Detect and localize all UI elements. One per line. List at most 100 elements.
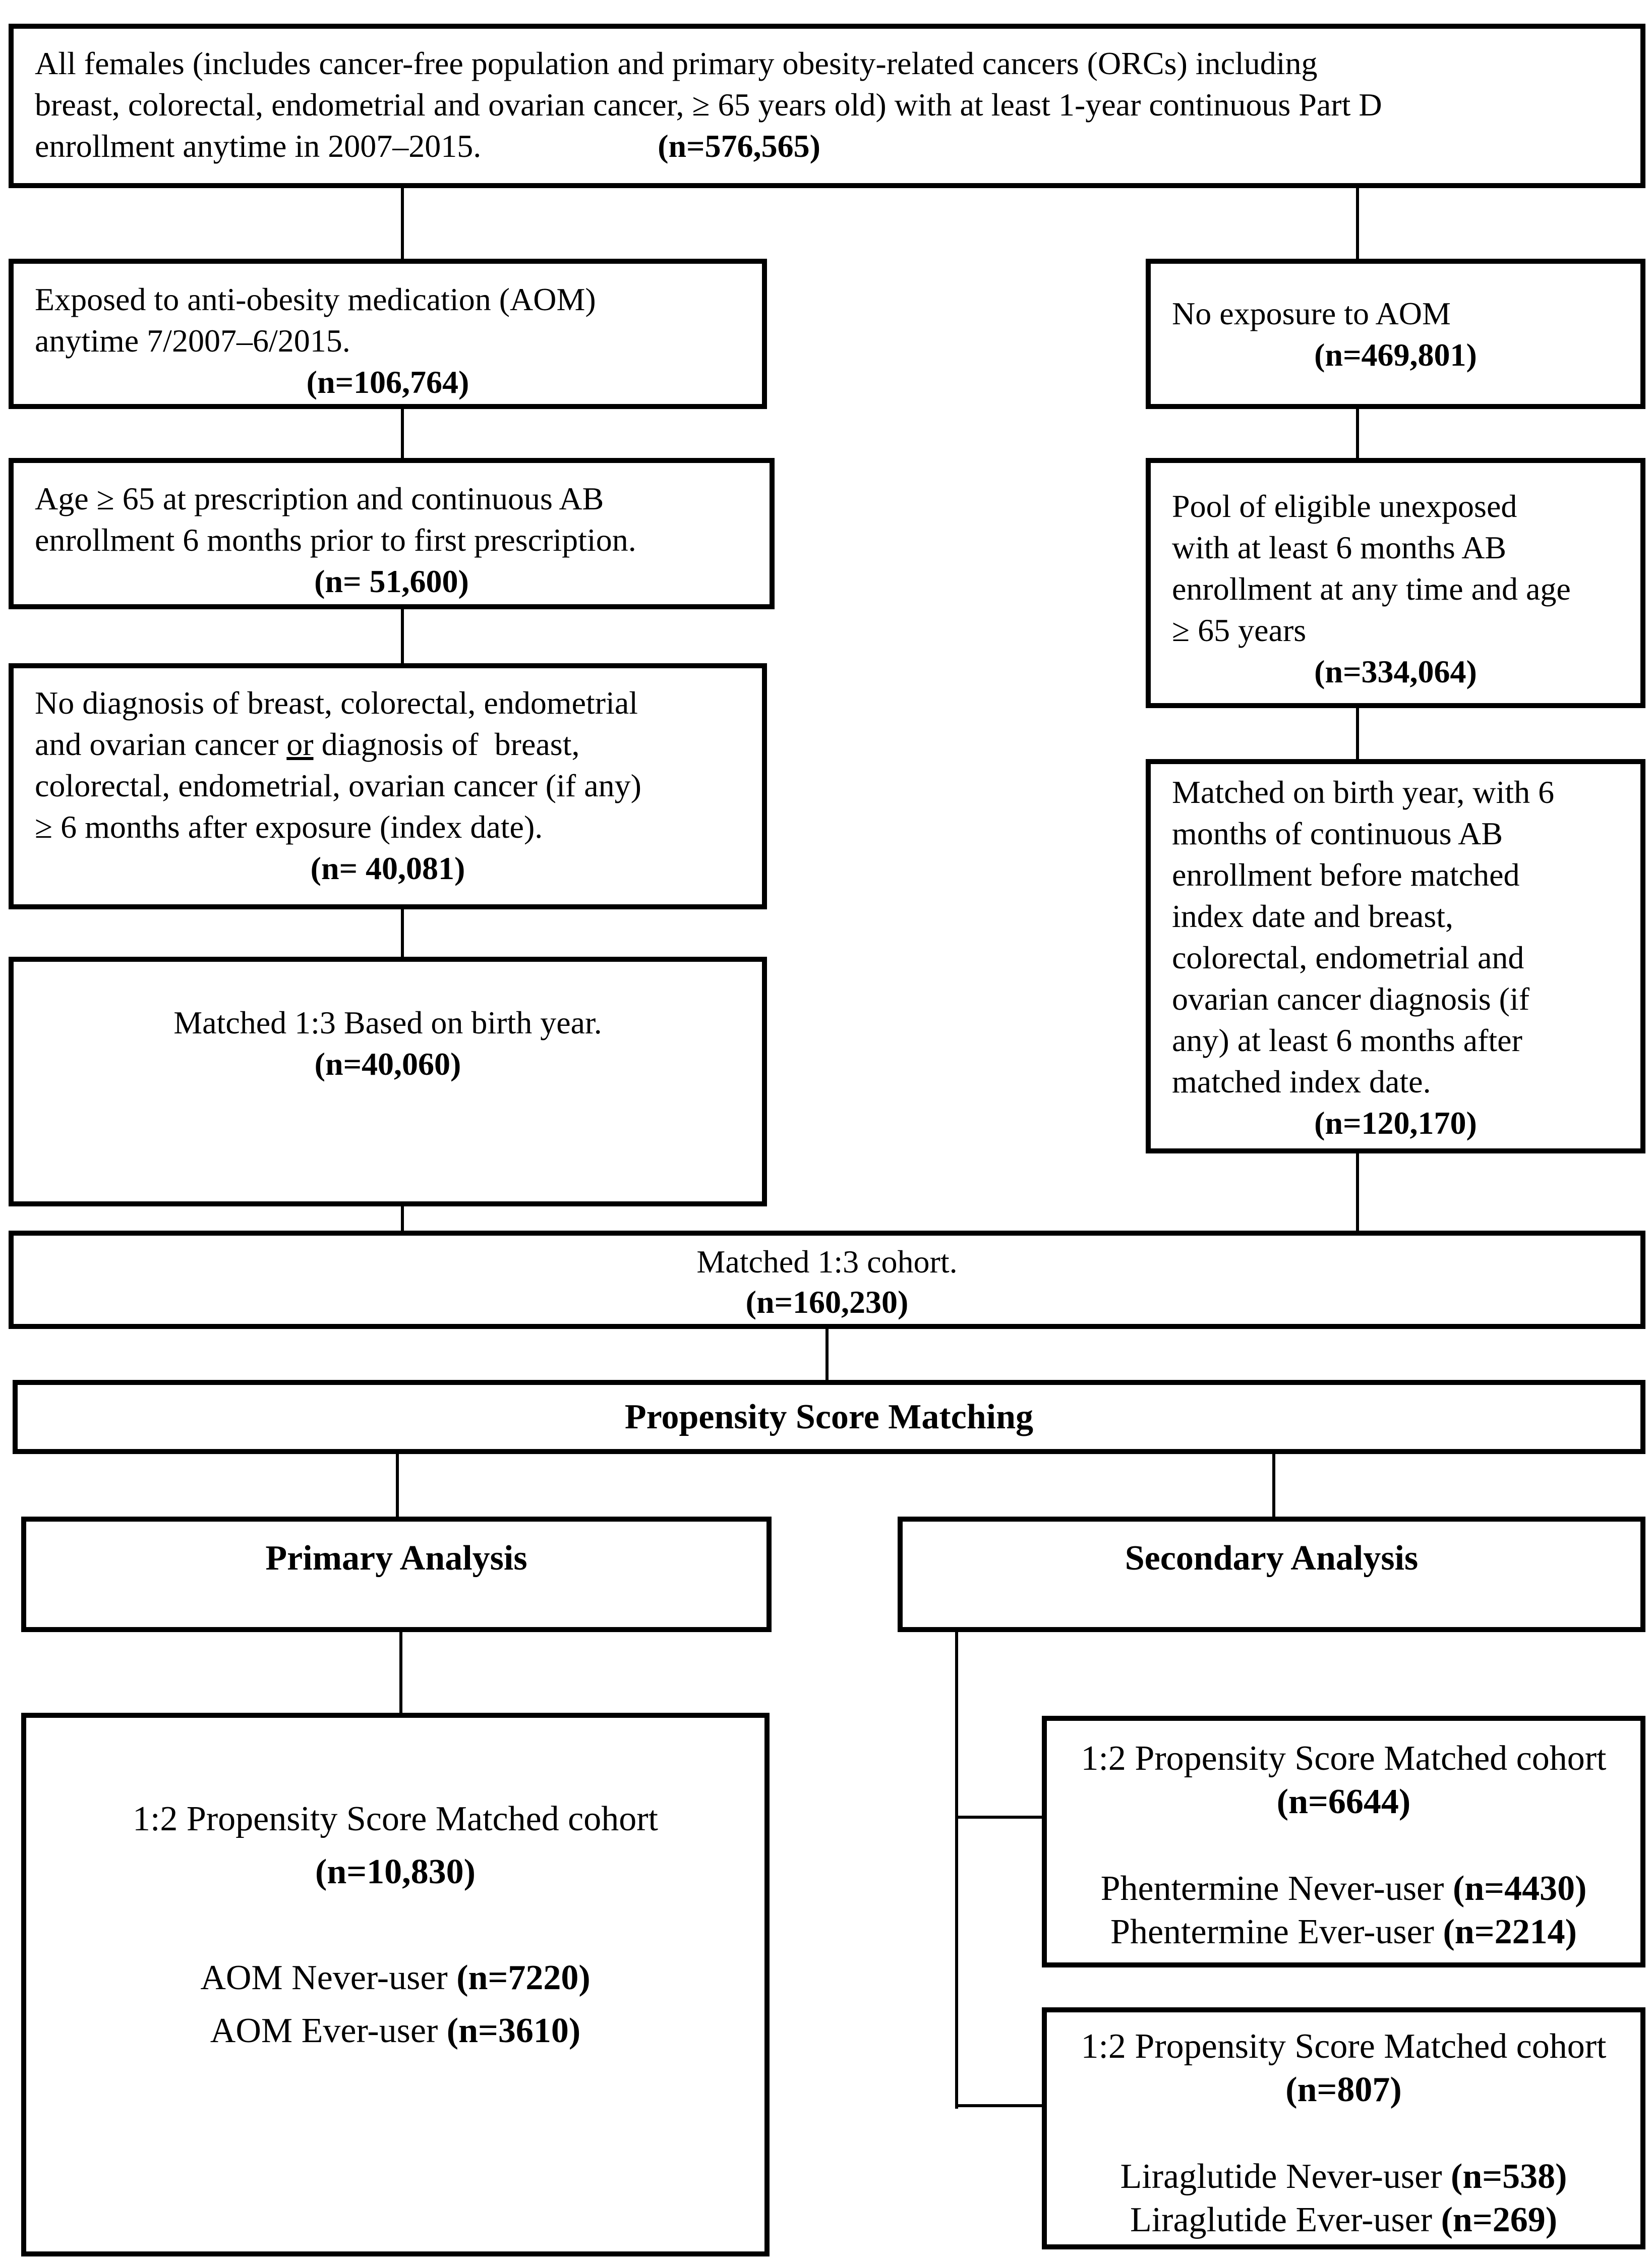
text-line: enrollment at any time and age bbox=[1172, 568, 1619, 610]
text-line: months of continuous AB bbox=[1172, 813, 1619, 854]
box-aom-matched-cohort: 1:2 Propensity Score Matched cohort (n=10… bbox=[21, 1713, 770, 2256]
text-run: Phentermine Never-user bbox=[1100, 1869, 1453, 1908]
text-line: Matched 1:3 Based on birth year. bbox=[35, 1002, 741, 1044]
text-run: with at least 6 months AB bbox=[1172, 530, 1507, 565]
text-line: any) at least 6 months after bbox=[1172, 1020, 1619, 1061]
box-matched-on-birth-year: Matched on birth year, with 6 months of c… bbox=[1146, 759, 1645, 1153]
text-line: AOM Ever-user (n=3610) bbox=[26, 2004, 764, 2057]
text-line: (n=6644) bbox=[1047, 1780, 1640, 1824]
box-phentermine-matched-cohort: 1:2 Propensity Score Matched cohort(n=66… bbox=[1042, 1716, 1645, 1967]
connector-cohort-to-psm bbox=[825, 1329, 829, 1380]
text-run: diagnosis of breast, bbox=[313, 726, 580, 762]
text-line: No diagnosis of breast, colorectal, endo… bbox=[35, 682, 741, 724]
box-age-65-prescription: Age ≥ 65 at prescription and continuous … bbox=[9, 458, 775, 609]
text-line: 1:2 Propensity Score Matched cohort bbox=[1047, 2025, 1640, 2068]
box-liraglutide-matched-cohort: 1:2 Propensity Score Matched cohort (n=80… bbox=[1042, 2007, 1645, 2249]
text-run: breast, colorectal, endometrial and ovar… bbox=[35, 87, 1382, 123]
text-run: enrollment 6 months prior to first presc… bbox=[35, 522, 636, 558]
text-run: (n=469,801) bbox=[1314, 337, 1477, 373]
text-run: (n=4430) bbox=[1452, 1869, 1587, 1908]
text-line: (n=10,830) bbox=[26, 1845, 764, 1898]
box-exposed-aom: Exposed to anti-obesity medication (AOM)… bbox=[9, 259, 767, 409]
text-run: 1:2 Propensity Score Matched cohort bbox=[1081, 1739, 1607, 1778]
text-line: ≥ 6 months after exposure (index date). bbox=[35, 806, 741, 848]
text-line: 1:2 Propensity Score Matched cohort bbox=[26, 1792, 764, 1845]
text-run: ovarian cancer diagnosis (if bbox=[1172, 981, 1530, 1017]
text-run: (n=3610) bbox=[446, 2011, 581, 2050]
text-line: enrollment anytime in 2007–2015. (n=576,5… bbox=[35, 126, 1619, 167]
text-run: (n=2214) bbox=[1443, 1913, 1577, 1951]
text-run: or bbox=[286, 726, 314, 762]
text-run: (n=7220) bbox=[456, 1958, 591, 1997]
text-line bbox=[1047, 1824, 1640, 1867]
text-run: any) at least 6 months after bbox=[1172, 1022, 1522, 1058]
text-line: Matched on birth year, with 6 bbox=[1172, 772, 1619, 813]
text-line: colorectal, endometrial and bbox=[1172, 937, 1619, 978]
text-run: Matched on birth year, with 6 bbox=[1172, 774, 1555, 810]
text-run: index date and breast, bbox=[1172, 898, 1453, 934]
box-no-cancer-diagnosis: No diagnosis of breast, colorectal, endo… bbox=[9, 663, 767, 909]
text-run: enrollment before matched bbox=[1172, 857, 1520, 893]
connector-elbow-to-liraglutide bbox=[957, 2104, 1042, 2107]
connector-matched-1-3-to-cohort bbox=[401, 1206, 404, 1231]
text-line: enrollment before matched bbox=[1172, 854, 1619, 896]
text-run: Matched 1:3 Based on birth year. bbox=[173, 1005, 602, 1040]
text-line: (n= 40,081) bbox=[35, 848, 741, 889]
text-line: Phentermine Ever-user (n=2214) bbox=[1047, 1910, 1640, 1954]
connector-top-to-exposed bbox=[401, 188, 404, 259]
text-line: Liraglutide Never-user (n=538) bbox=[1047, 2155, 1640, 2198]
text-run: Liraglutide Never-user bbox=[1120, 2157, 1451, 2196]
text-run: (n=120,170) bbox=[1314, 1105, 1477, 1141]
text-line: (n=807) bbox=[1047, 2068, 1640, 2112]
text-run: Age ≥ 65 at prescription and continuous … bbox=[35, 481, 604, 516]
text-line: Phentermine Never-user (n=4430) bbox=[1047, 1867, 1640, 1910]
text-run: months of continuous AB bbox=[1172, 816, 1503, 851]
text-run: (n=106,764) bbox=[306, 364, 469, 400]
connector-no-exposure-to-pool bbox=[1356, 409, 1359, 458]
text-run: No diagnosis of breast, colorectal, endo… bbox=[35, 685, 638, 721]
box-primary-analysis: Primary Analysis bbox=[21, 1517, 772, 1632]
text-run: 1:2 Propensity Score Matched cohort bbox=[1081, 2027, 1607, 2066]
text-run: ≥ 6 months after exposure (index date). bbox=[35, 809, 543, 845]
text-line: No exposure to AOM bbox=[1172, 293, 1619, 334]
text-run: enrollment at any time and age bbox=[1172, 571, 1571, 607]
text-line bbox=[26, 1898, 764, 1951]
text-run: enrollment anytime in 2007–2015. bbox=[35, 128, 482, 164]
text-line: and ovarian cancer or diagnosis of breas… bbox=[35, 724, 741, 765]
text-run: colorectal, endometrial and bbox=[1172, 940, 1524, 975]
text-run: (n=334,064) bbox=[1314, 654, 1477, 689]
connector-secondary-branch-line bbox=[955, 1632, 958, 2109]
text-line: AOM Never-user (n=7220) bbox=[26, 1951, 764, 2004]
text-run: anytime 7/2007–6/2015. bbox=[35, 323, 350, 359]
text-run: (n=538) bbox=[1451, 2157, 1567, 2196]
text-run: 1:2 Propensity Score Matched cohort bbox=[132, 1800, 658, 1838]
box-secondary-analysis: Secondary Analysis bbox=[898, 1517, 1645, 1632]
text-run: (n= 40,081) bbox=[310, 850, 465, 886]
box-propensity-score-matching: Propensity Score Matching bbox=[13, 1380, 1645, 1454]
text-run: (n=807) bbox=[1285, 2070, 1402, 2109]
text-run: (n=576,565) bbox=[658, 128, 820, 164]
text-line: Matched 1:3 cohort. bbox=[35, 1242, 1619, 1282]
text-run: colorectal, endometrial, ovarian cancer … bbox=[35, 768, 641, 803]
text-line: (n=120,170) bbox=[1172, 1103, 1619, 1144]
text-run: Phentermine Ever-user bbox=[1110, 1913, 1443, 1951]
connector-pool-to-matched-birth-year bbox=[1356, 708, 1359, 759]
text-run: Liraglutide Ever-user bbox=[1130, 2200, 1441, 2239]
text-line bbox=[1047, 2112, 1640, 2155]
text-line: matched index date. bbox=[1172, 1061, 1619, 1103]
text-line: anytime 7/2007–6/2015. bbox=[35, 320, 741, 362]
box-matched-1-3-birth-year: Matched 1:3 Based on birth year. (n=40,06… bbox=[9, 957, 767, 1206]
text-line: enrollment 6 months prior to first presc… bbox=[35, 519, 748, 561]
text-line: (n=469,801) bbox=[1172, 334, 1619, 376]
connector-elbow-to-phentermine bbox=[957, 1816, 1042, 1819]
text-run: No exposure to AOM bbox=[1172, 296, 1451, 331]
text-run: All females (includes cancer-free popula… bbox=[35, 45, 1318, 81]
text-line: colorectal, endometrial, ovarian cancer … bbox=[35, 765, 741, 806]
text-line: (n=106,764) bbox=[35, 362, 741, 403]
text-run: matched index date. bbox=[1172, 1064, 1431, 1099]
text-line: (n=334,064) bbox=[1172, 651, 1619, 692]
text-run: (n=10,830) bbox=[315, 1852, 476, 1891]
text-line: Pool of eligible unexposed bbox=[1172, 486, 1619, 527]
text-line: (n=40,060) bbox=[35, 1044, 741, 1085]
